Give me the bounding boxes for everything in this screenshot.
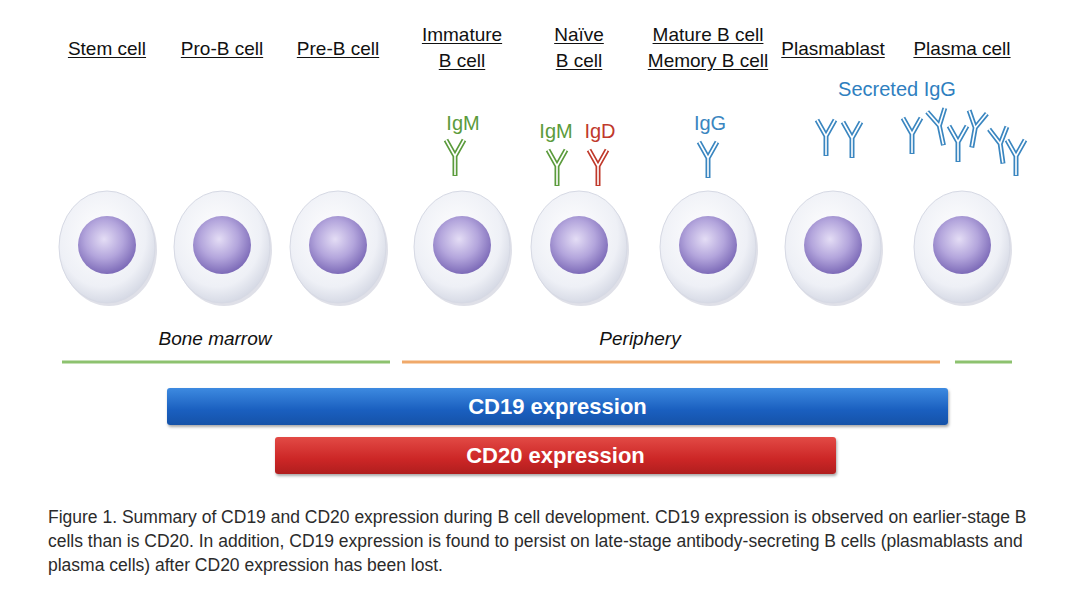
b-cell: Mature B cell Memory B cell [638,0,778,310]
secreted-igg [843,122,861,158]
b-cell: Stem cell [37,0,177,310]
igm-antibody [446,140,464,176]
secreted-igg [817,120,835,156]
stage-label: Mature B cell Memory B cell [642,22,774,74]
igd-antibody [589,150,607,186]
b-cell: Naïve B cell [509,0,649,310]
stage-label: Naïve B cell [548,22,610,74]
antibody-label: IgM [446,112,479,135]
cell-shape [392,182,532,312]
cell-shape [763,182,903,312]
antibody-label: IgM [539,120,572,143]
secreted-igg [949,126,967,162]
antibody-label: IgD [584,120,615,143]
secreted-igg [1007,140,1025,176]
b-cell: Pre-B cell [268,0,408,310]
secreted-igg [903,118,921,154]
b-cell: Plasma cell [892,0,1032,310]
bar-label: CD20 expression [466,443,645,469]
antibody-label: IgG [694,112,726,135]
cell-shape [152,182,292,312]
stage-label: Immature B cell [416,22,508,74]
antibody-label: Secreted IgG [838,78,956,101]
bar-label: CD19 expression [468,394,647,420]
figure-caption: Figure 1. Summary of CD19 and CD20 expre… [48,505,1038,577]
stage-label: Plasmablast [773,36,893,62]
cell-shape [638,182,778,312]
stage-label: Plasma cell [902,36,1022,62]
stage-label: Pro-B cell [162,36,282,62]
cell-shape [892,182,1032,312]
secreted-igg [963,110,987,149]
bone-marrow-line [62,361,390,364]
cell-shape [509,182,649,312]
expression-bar: CD20 expression [275,437,836,474]
igm-antibody [548,150,566,186]
b-cell: Plasmablast [763,0,903,310]
cell-shape [37,182,177,312]
region-label: Bone marrow [159,328,272,350]
region-label: Periphery [599,328,680,350]
igg-antibody [699,142,717,178]
cell-shape [268,182,408,312]
bone-marrow-line [955,361,1012,364]
expression-bar: CD19 expression [167,388,948,425]
stage-label: Stem cell [47,36,167,62]
stage-label: Pre-B cell [278,36,398,62]
periphery-line [402,361,940,364]
b-cell: Immature B cell [392,0,532,310]
b-cell: Pro-B cell [152,0,292,310]
